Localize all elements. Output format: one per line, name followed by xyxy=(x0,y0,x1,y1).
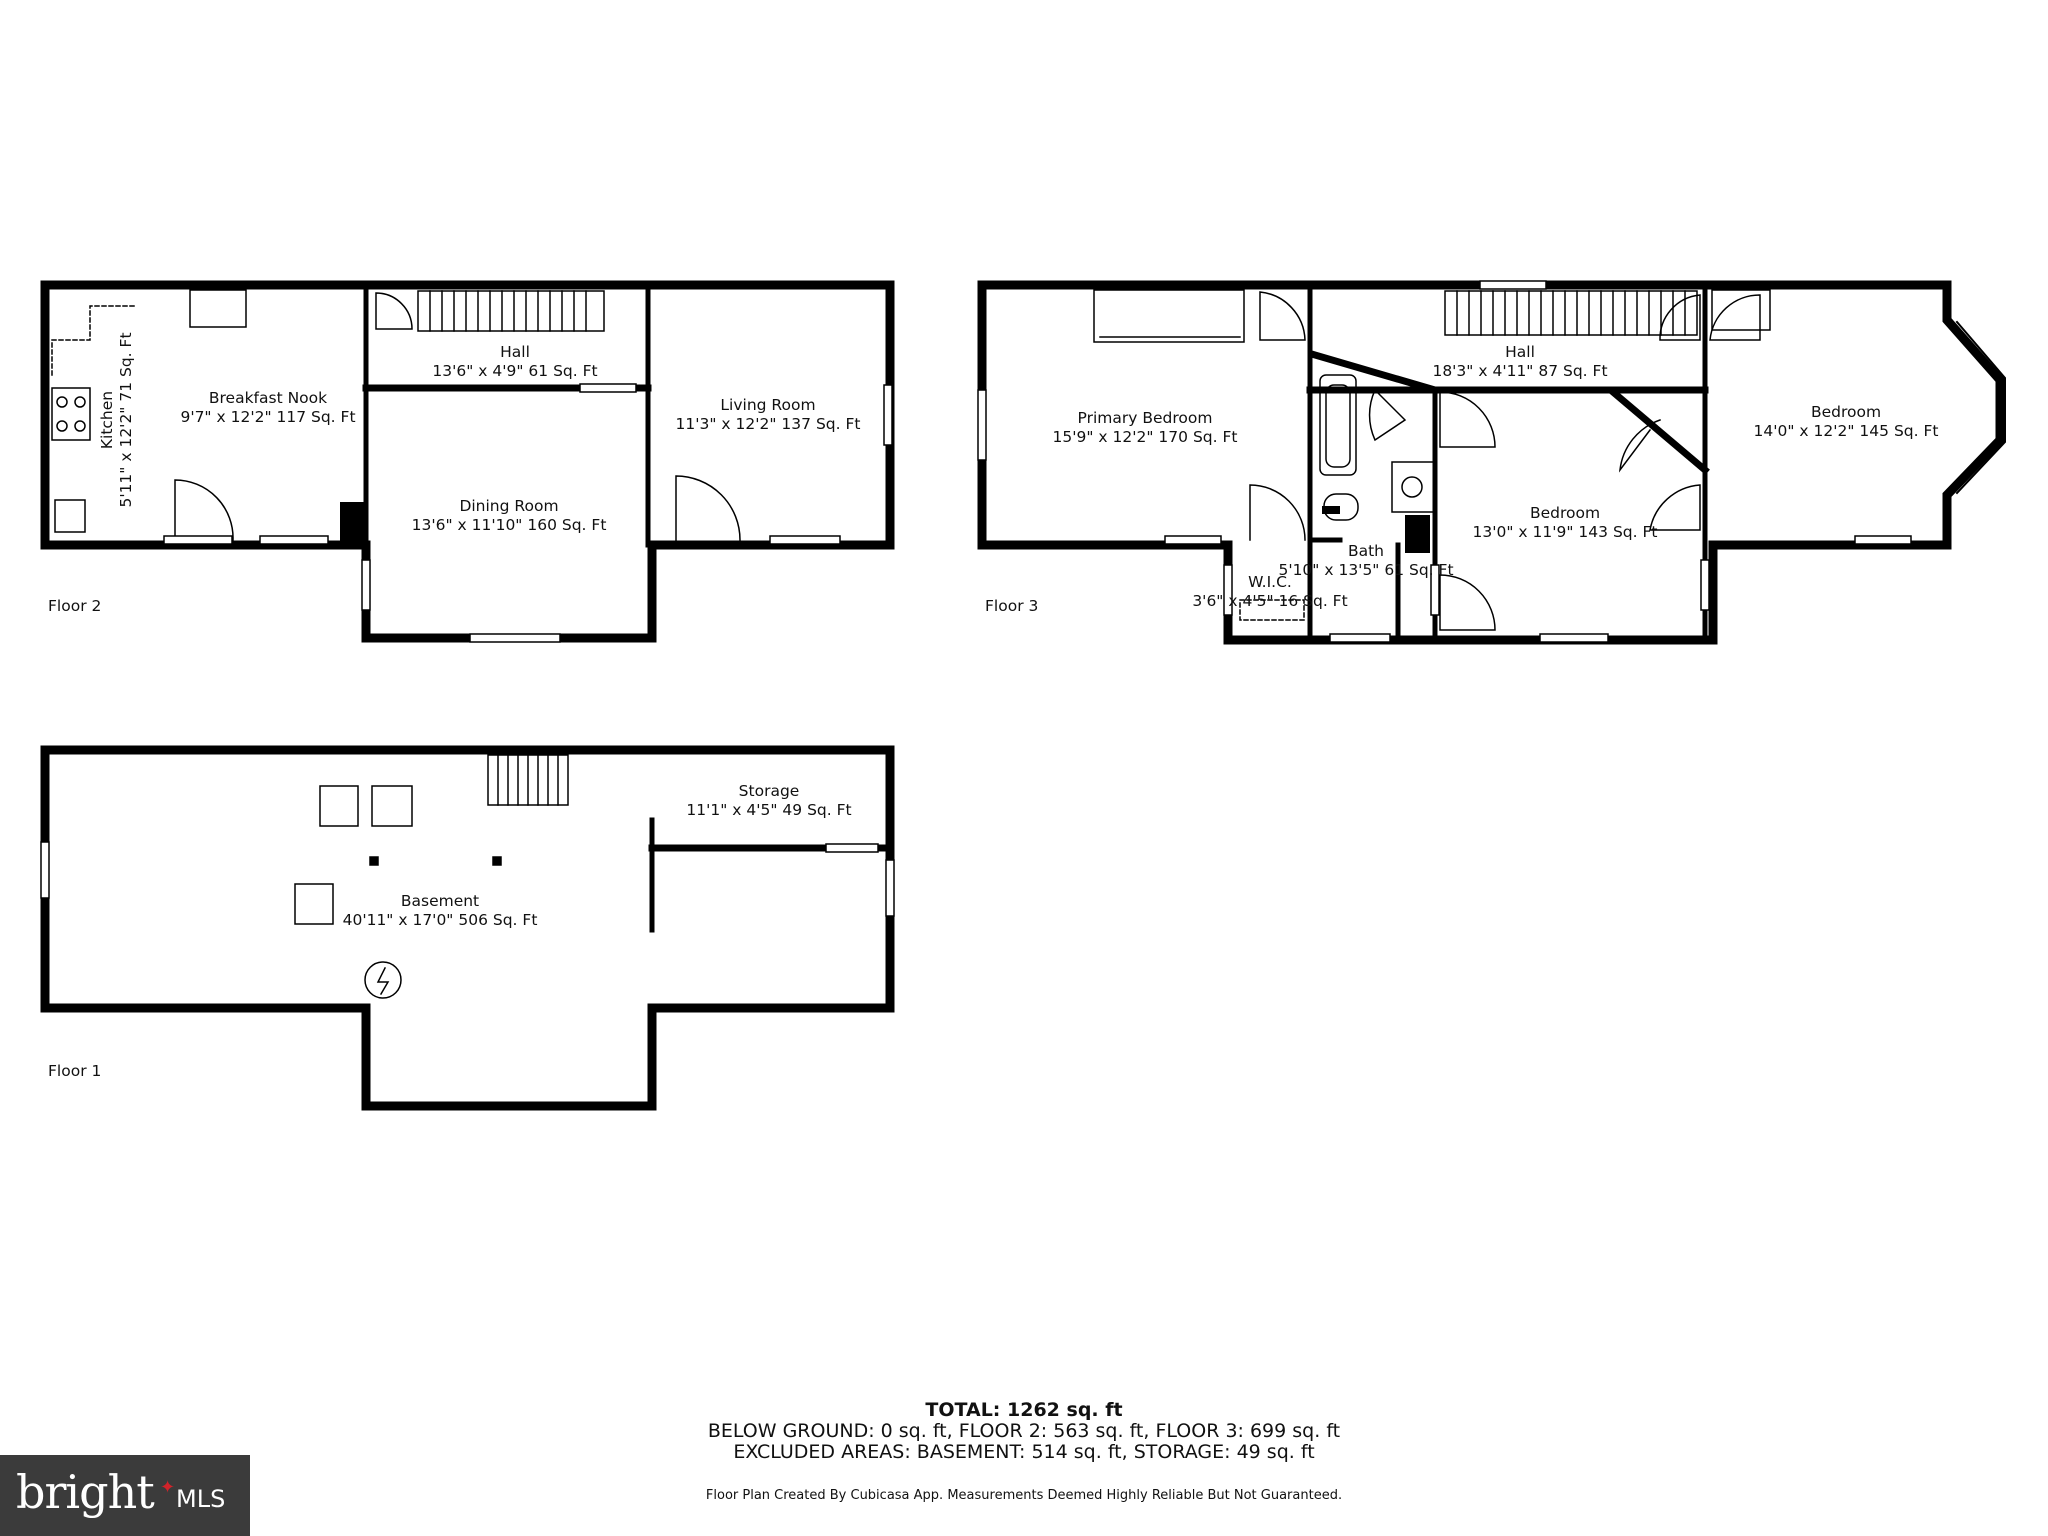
floor-3-label: Floor 3 xyxy=(985,597,1039,615)
floor-3-fixtures xyxy=(977,280,1912,643)
floor-3-walls xyxy=(977,280,2006,645)
floor-areas: BELOW GROUND: 0 sq. ft, FLOOR 2: 563 sq.… xyxy=(707,1420,1341,1442)
bright-mls-logo: bright ✦ MLS xyxy=(0,1455,250,1536)
total-area: TOTAL: 1262 sq. ft xyxy=(925,1399,1123,1421)
floor-2-fixtures xyxy=(51,289,893,643)
room-label-bedroom-east: Bedroom 14'0" x 12'2" 145 Sq. Ft xyxy=(1753,403,1939,440)
floor-1-fixtures xyxy=(40,754,895,999)
room-label-bedroom-middle: Bedroom 13'0" x 11'9" 143 Sq. Ft xyxy=(1472,504,1658,541)
room-label-breakfast-nook: Breakfast Nook 9'7" x 12'2" 117 Sq. Ft xyxy=(180,389,356,426)
room-label-living-room: Living Room 11'3" x 12'2" 137 Sq. Ft xyxy=(675,396,861,433)
room-label-basement: Basement 40'11" x 17'0" 506 Sq. Ft xyxy=(342,892,538,929)
disclaimer-text: Floor Plan Created By Cubicasa App. Meas… xyxy=(705,1488,1343,1503)
room-label-dining-room: Dining Room 13'6" x 11'10" 160 Sq. Ft xyxy=(411,497,607,534)
floor-1-label: Floor 1 xyxy=(48,1062,102,1080)
room-label-kitchen: Kitchen 5'11" x 12'2" 71 Sq. Ft xyxy=(98,332,135,508)
room-label-wic: W.I.C. 3'6" x 4'5" 16 Sq. Ft xyxy=(1192,573,1348,610)
excluded-areas: EXCLUDED AREAS: BASEMENT: 514 sq. ft, ST… xyxy=(733,1441,1315,1463)
room-label-hall-floor-3: Hall 18'3" x 4'11" 87 Sq. Ft xyxy=(1432,343,1608,380)
floor-2-label: Floor 2 xyxy=(48,597,102,615)
room-label-primary-bedroom: Primary Bedroom 15'9" x 12'2" 170 Sq. Ft xyxy=(1052,409,1238,446)
room-label-hall: Hall 13'6" x 4'9" 61 Sq. Ft xyxy=(432,343,598,380)
room-label-storage: Storage 11'1" x 4'5" 49 Sq. Ft xyxy=(686,782,852,819)
room-label-bath: Bath 5'10" x 13'5" 61 Sq. Ft xyxy=(1278,542,1454,579)
floor-2-walls xyxy=(40,280,895,643)
area-summary: TOTAL: 1262 sq. ft BELOW GROUND: 0 sq. f… xyxy=(0,1400,2048,1463)
